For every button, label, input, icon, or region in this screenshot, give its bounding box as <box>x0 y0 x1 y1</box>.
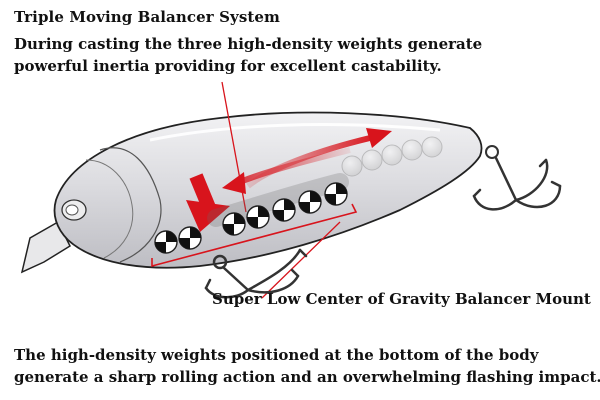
weight-ball-icon <box>154 230 178 254</box>
ghost-weights <box>341 136 443 177</box>
weight-ball-icon <box>324 182 348 206</box>
eye-icon <box>61 199 87 221</box>
footer-line: The high-density weights positioned at t… <box>14 346 539 364</box>
treble-hook-icon <box>204 248 308 299</box>
weight-ball-icon <box>298 190 322 214</box>
intro-line: powerful inertia providing for excellent… <box>14 57 442 75</box>
footer-text: The high-density weights positioned at t… <box>14 344 600 388</box>
weight-ball-icon <box>222 212 246 236</box>
weight-ball-icon <box>272 198 296 222</box>
footer-line: generate a sharp rolling action and an o… <box>14 368 600 386</box>
weight-ball-icon <box>178 226 202 250</box>
callout-line-bottom <box>261 221 341 299</box>
lure-body <box>20 111 499 274</box>
weight-balls <box>154 182 348 254</box>
diagram-title: Triple Moving Balancer System <box>14 8 281 26</box>
intro-line: During casting the three high-density we… <box>14 35 483 53</box>
intro-text: During casting the three high-density we… <box>14 33 594 77</box>
treble-hook-icon <box>472 156 562 211</box>
inertia-arrows <box>186 128 392 232</box>
mount-callout-label: Super Low Center of Gravity Balancer Mou… <box>212 290 591 308</box>
weight-ball-icon <box>246 205 270 229</box>
down-arrow-icon <box>186 200 230 232</box>
mount-bracket <box>151 203 358 268</box>
